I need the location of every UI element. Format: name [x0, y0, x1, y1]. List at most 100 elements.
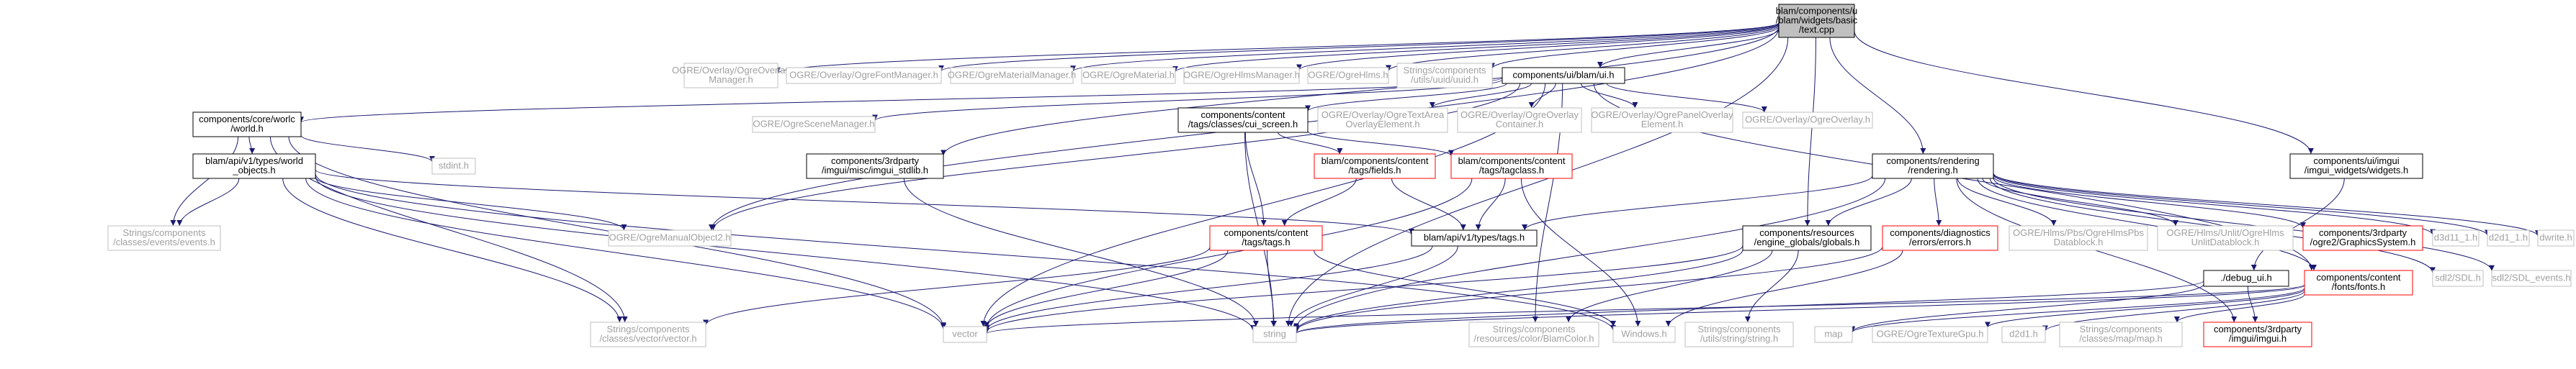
node-box [2302, 225, 2423, 251]
node-ogre_material: OGRE/OgreMaterial.h [1081, 67, 1176, 84]
node-errors_h[interactable]: components/diagnostics/errors/errors.h [1882, 225, 1998, 251]
node-label: /blam/widgets/basic [1776, 15, 1858, 26]
node-label: blam/api/v1/types/tags.h [1424, 232, 1525, 243]
nodes-layer: blam/components/u/blam/widgets/basic/tex… [107, 4, 2575, 347]
edge-ui_h-to-cui_screen [1305, 83, 1507, 111]
node-ogre_font_mgr: OGRE/Overlay/OgreFontManager.h [786, 67, 942, 84]
node-rendering_h[interactable]: components/rendering/rendering.h [1872, 153, 1994, 179]
node-box [192, 111, 302, 137]
node-tagclass_h[interactable]: blam/components/content/tags/tagclass.h [1450, 153, 1573, 179]
node-map_h: Strings/components/classes/map/map.h [2059, 322, 2183, 347]
node-label: /errors/errors.h [1909, 237, 1971, 247]
node-label: /utils/uuid/uuid.h [1411, 74, 1478, 85]
node-string: string [1252, 326, 1297, 343]
edge-cui_screen-to-tags_h [1244, 132, 1267, 227]
edge-rendering_h-to-errors_h [1934, 178, 1942, 227]
node-box [2491, 270, 2572, 287]
node-label: components/rendering [1886, 155, 1979, 166]
node-box [2203, 270, 2289, 287]
edge-root-to-ogre_font_mgr [938, 22, 1780, 72]
node-label: /rendering.h [1908, 165, 1957, 176]
edge-fonts_h-to-string [1293, 285, 2305, 334]
edge-fonts_h-to-map [1849, 287, 2305, 333]
node-box [1742, 225, 1872, 251]
node-label: /imgui/imgui.h [2229, 333, 2286, 344]
node-label: _objects.h [232, 165, 275, 176]
node-label: OGRE/OgreTextureGpu.h [1877, 329, 1984, 340]
edge-rendering_h-to-d2d1_1 [1993, 173, 2490, 236]
node-windows: Windows.h [1612, 326, 1676, 343]
node-label: d2d1.h [2009, 329, 2038, 340]
edge-rendering_h-to-string [1293, 178, 1886, 329]
node-vector_h: Strings/components/classes/vector/vector… [590, 322, 706, 347]
node-label: OGRE/Overlay/OgreFontManager.h [789, 70, 938, 81]
node-label: components/3rdparty [2214, 324, 2302, 334]
node-label: stdint.h [439, 160, 469, 171]
node-ogre_text_area: OGRE/Overlay/OgreTextAreaOverlayElement.… [1317, 107, 1448, 133]
node-label: components/3rdparty [2319, 227, 2407, 238]
node-api_tags_h[interactable]: blam/api/v1/types/tags.h [1411, 229, 1538, 247]
node-box [943, 326, 987, 343]
node-box [806, 153, 944, 179]
edge-errors_h-to-windows [1665, 250, 1903, 327]
node-label: vector [952, 329, 978, 340]
node-label: Element.h [1641, 119, 1684, 129]
node-label: /engine_globals/globals.h [1754, 237, 1860, 247]
node-box [1177, 107, 1309, 133]
node-label: Strings/components [123, 227, 206, 238]
node-label: OverlayElement.h [1345, 119, 1419, 129]
node-box [1307, 67, 1389, 84]
node-root[interactable]: blam/components/u/blam/widgets/basic/tex… [1776, 4, 1858, 38]
node-imgui_widgets[interactable]: components/ui/imgui/imgui_widgets/widget… [2289, 153, 2423, 179]
node-cui_screen[interactable]: components/content/tags/classes/cui_scre… [1177, 107, 1309, 133]
node-fonts_h[interactable]: components/content/fonts/fonts.h [2304, 270, 2413, 296]
node-box [590, 322, 706, 347]
node-box [752, 116, 876, 133]
edge-tagclass_h-to-api_tags_h [1475, 178, 1506, 231]
node-box [1591, 107, 1733, 133]
node-box [1468, 322, 1599, 347]
node-imgui_h[interactable]: components/3rdparty/imgui/imgui.h [2203, 322, 2312, 347]
node-label: /tags/classes/cui_screen.h [1188, 119, 1298, 129]
node-label: sdl2/SDL_events.h [2492, 273, 2570, 283]
node-ui_h[interactable]: components/ui/blam/ui.h [1502, 67, 1625, 84]
node-box [1396, 63, 1493, 88]
node-tags_h[interactable]: components/content/tags/tags.h [1209, 225, 1323, 251]
node-box [1314, 153, 1436, 179]
node-box [1502, 67, 1625, 84]
node-imgui_stdlib[interactable]: components/3rdparty/imgui/misc/imgui_std… [806, 153, 944, 179]
edge-world_h-to-world_objects [248, 136, 256, 155]
node-box [1778, 4, 1855, 38]
node-ogre_overlay: OGRE/Overlay/OgreOverlay.h [1742, 111, 1873, 129]
edge-root-to-ogre_hlms_mgr [1296, 24, 1780, 70]
node-label: Strings/components [2080, 324, 2163, 334]
node-box [1209, 225, 1323, 251]
edge-ui_h-to-ogre_panel_overlay [1580, 83, 1638, 109]
edge-debug_ui-to-map [1849, 283, 2204, 332]
node-box [1317, 107, 1448, 133]
node-globals_h[interactable]: components/resources/engine_globals/glob… [1742, 225, 1872, 251]
node-vector: vector [943, 326, 987, 343]
node-label: components/content [2316, 272, 2400, 283]
node-world_objects[interactable]: blam/api/v1/types/world_objects.h [192, 153, 316, 179]
node-label: Strings/components [1698, 324, 1781, 334]
edge-cui_screen-to-fields_h [1278, 132, 1343, 155]
node-graphics_system[interactable]: components/3rdparty/ogre2/GraphicsSystem… [2302, 225, 2423, 251]
node-box [1742, 111, 1873, 129]
node-world_h[interactable]: components/core/worlc/world.h [192, 111, 302, 137]
node-d3d11_1: d3d11_1.h [2432, 229, 2479, 247]
node-label: OGRE/Hlms/Pbs/OgreHlmsPbs [2013, 227, 2145, 238]
node-box [2289, 153, 2423, 179]
node-label: OGRE/Overlay/OgreOverlay [1460, 109, 1579, 120]
edge-tags_h-to-vector [984, 250, 1229, 328]
node-fields_h[interactable]: blam/components/content/tags/fields.h [1314, 153, 1436, 179]
node-label: ./debug_ui.h [2220, 273, 2272, 283]
node-box [2537, 229, 2575, 247]
node-box [2304, 270, 2413, 296]
node-events_h: Strings/components/classes/events/events… [107, 225, 221, 251]
edge-rendering_h-to-globals_h [1825, 178, 1912, 227]
node-debug_ui[interactable]: ./debug_ui.h [2203, 270, 2289, 287]
node-label: blam/components/content [1321, 155, 1429, 166]
